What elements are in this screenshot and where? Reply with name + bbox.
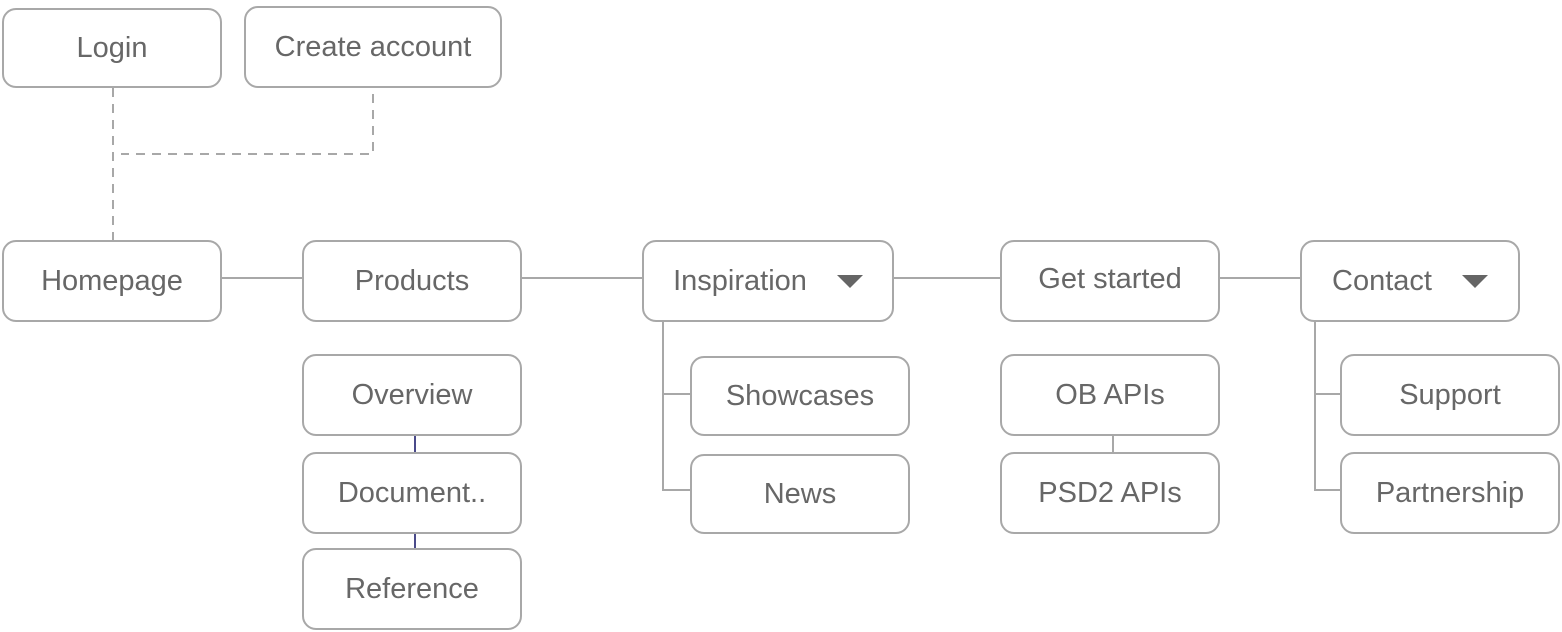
reference-label: Reference: [345, 572, 479, 605]
news-label: News: [763, 477, 837, 510]
homepage-label: Homepage: [41, 264, 183, 297]
connector-contact-children: [1314, 322, 1340, 491]
get-started-label: Get started: [1038, 262, 1182, 295]
documentation-node[interactable]: Document..: [302, 452, 522, 534]
partnership-node[interactable]: Partnership: [1340, 452, 1560, 534]
news-node[interactable]: News: [690, 450, 914, 534]
inspiration-label: Inspiration: [673, 264, 807, 297]
caret-down-icon[interactable]: [836, 274, 863, 288]
showcases-label: Showcases: [725, 379, 875, 412]
caret-down-icon[interactable]: [1461, 274, 1488, 288]
psd2-apis-label: PSD2 APIs: [1038, 476, 1182, 509]
create-account-label: Create account: [274, 30, 472, 63]
documentation-label: Document..: [337, 476, 487, 509]
homepage-node[interactable]: Homepage: [2, 240, 222, 322]
connector-createaccount-homepage: [121, 94, 374, 155]
login-node[interactable]: Login: [2, 4, 226, 88]
ob-apis-label: OB APIs: [1055, 378, 1165, 411]
connector-inspiration-children: [662, 322, 690, 491]
login-label: Login: [76, 31, 148, 64]
contact-label: Contact: [1332, 264, 1432, 297]
products-node[interactable]: Products: [302, 240, 522, 322]
contact-node[interactable]: Contact: [1300, 240, 1520, 322]
overview-label: Overview: [351, 378, 473, 411]
create-account-node[interactable]: Create account: [244, 6, 502, 88]
reference-node[interactable]: Reference: [302, 548, 522, 630]
ob-apis-node[interactable]: OB APIs: [1000, 354, 1220, 436]
psd2-apis-node[interactable]: PSD2 APIs: [1000, 452, 1220, 534]
support-label: Support: [1399, 378, 1501, 411]
overview-node[interactable]: Overview: [302, 354, 522, 436]
get-started-node[interactable]: Get started: [1000, 240, 1220, 322]
partnership-label: Partnership: [1375, 476, 1525, 509]
inspiration-node[interactable]: Inspiration: [642, 240, 894, 322]
support-node[interactable]: Support: [1340, 354, 1560, 436]
products-label: Products: [354, 264, 470, 297]
showcases-node[interactable]: Showcases: [690, 352, 914, 436]
